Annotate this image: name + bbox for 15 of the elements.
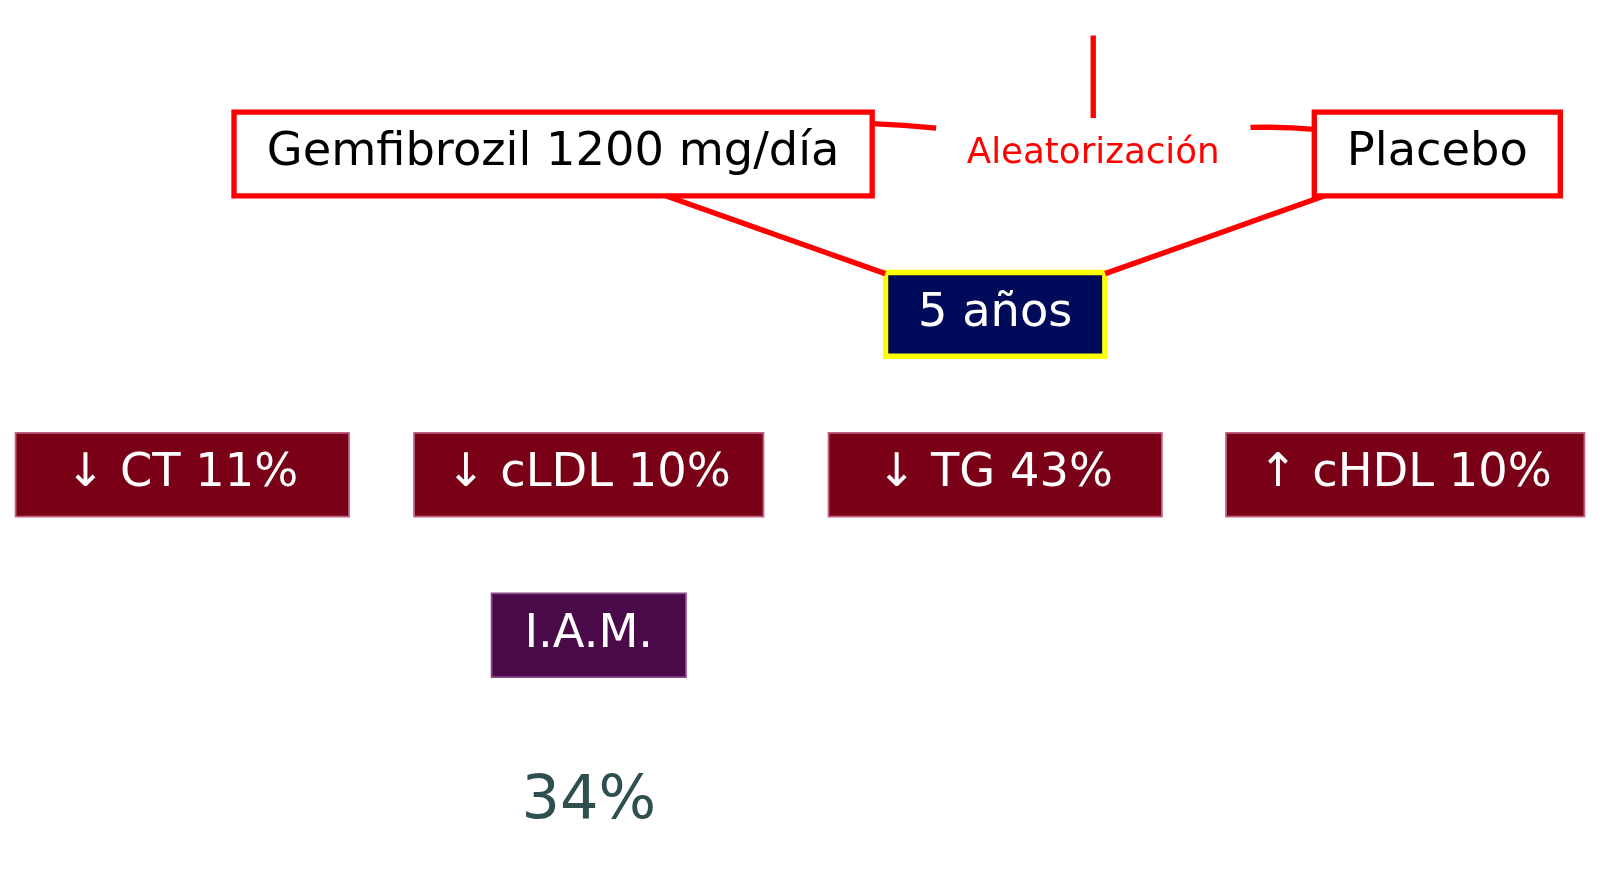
- node-box: 5 años: [882, 269, 1108, 359]
- label: 34%: [521, 761, 657, 832]
- connector: [1250, 124, 1315, 132]
- connector: [1104, 192, 1325, 276]
- connector: [872, 120, 937, 131]
- node-box: ↓ CT 11%: [14, 431, 350, 518]
- connector: [1090, 35, 1096, 118]
- node-box: Gemfibrozil 1200 mg/día: [231, 108, 875, 199]
- node-box: ↑ cHDL 10%: [1225, 431, 1586, 518]
- node-text: Aleatorización: [966, 129, 1220, 171]
- connector: [665, 192, 887, 276]
- node-box: I.A.M.: [490, 592, 687, 678]
- node-box: ↓ cLDL 10%: [413, 431, 765, 518]
- node-box: ↓ TG 43%: [827, 431, 1163, 518]
- node-box: Placebo: [1311, 108, 1563, 199]
